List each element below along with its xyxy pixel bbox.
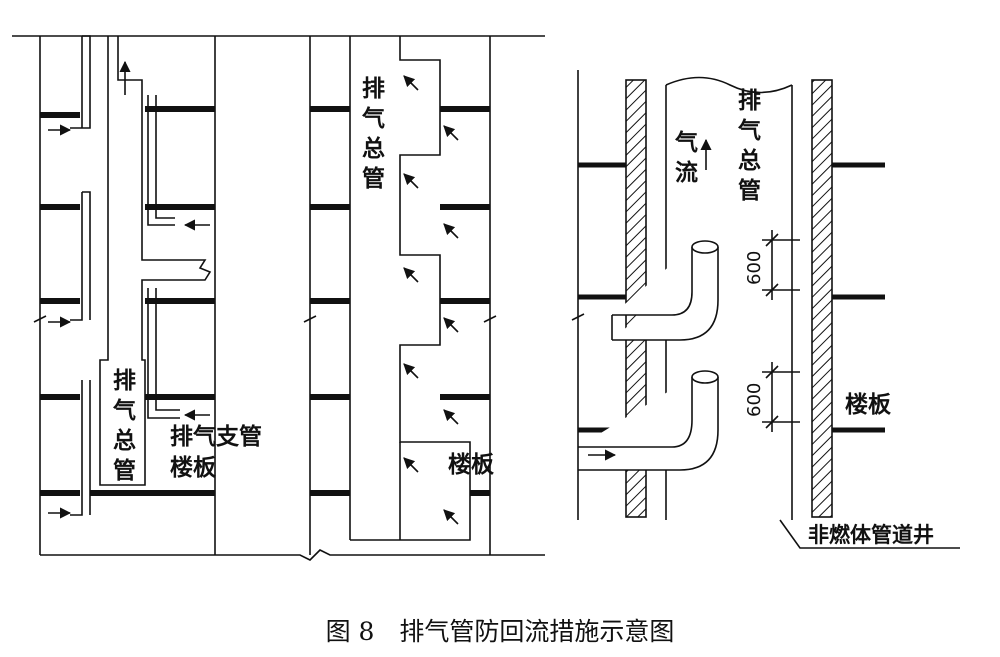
right-main-pipe-label-3: 总 — [738, 147, 761, 174]
right-main-pipe-label-1: 排 — [738, 88, 761, 114]
floor-slabs-middle — [310, 106, 490, 496]
upper-branch-elbow — [612, 247, 719, 341]
left-main-pipe-label-2: 气 — [112, 397, 136, 424]
left-floor-slab-label: 楼板 — [170, 455, 217, 481]
lower-branch-elbow — [578, 377, 719, 471]
airflow-label-2: 流 — [675, 159, 698, 186]
right-floor-slab-label: 楼板 — [845, 392, 892, 418]
right-shaft-wall — [811, 79, 833, 518]
left-main-duct — [99, 36, 212, 486]
right-diagram — [571, 70, 960, 549]
right-main-pipe-label-2: 气 — [737, 117, 761, 144]
middle-diagram — [303, 36, 497, 555]
middle-main-pipe-label-1: 排 — [362, 76, 385, 102]
left-main-pipe-label-1: 排 — [113, 368, 136, 394]
right-branch-1 — [147, 95, 175, 226]
dimension-label-2: 600 — [744, 383, 765, 417]
figure-caption: 图 8 排气管防回流措施示意图 — [325, 617, 675, 646]
right-main-pipe-label-4: 管 — [738, 177, 761, 204]
branch-pipe-label: 排气支管 — [170, 423, 262, 450]
middle-main-duct — [350, 36, 471, 541]
left-branch-3 — [70, 380, 91, 516]
middle-main-pipe-label-2: 气 — [361, 105, 385, 132]
dimension-label-1: 600 — [744, 251, 765, 285]
middle-main-pipe-label-4: 管 — [362, 165, 385, 192]
floor-slabs-right — [578, 162, 885, 433]
left-main-pipe-label-4: 管 — [113, 457, 136, 484]
middle-floor-slab-label: 楼板 — [448, 452, 495, 478]
right-branch-2 — [147, 288, 180, 419]
left-branch-2 — [70, 191, 91, 321]
middle-main-pipe-label-3: 总 — [362, 135, 385, 162]
left-diagram — [12, 35, 545, 561]
shaft-label: 非燃体管道井 — [808, 523, 934, 547]
airflow-label-1: 气 — [674, 129, 698, 156]
left-branch-1 — [70, 35, 91, 129]
left-main-pipe-label-3: 总 — [113, 427, 136, 454]
